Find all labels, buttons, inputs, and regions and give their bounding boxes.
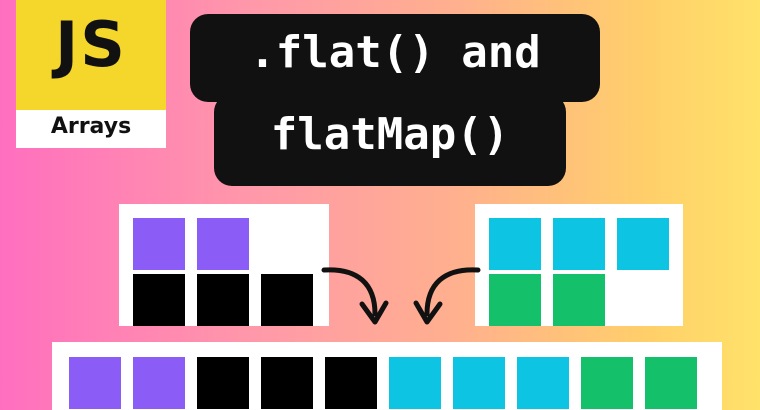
result-array-cell-purple [133, 357, 185, 409]
js-arrays-logo: JS Arrays [16, 0, 166, 148]
title-line-1-box: .flat() and [190, 14, 600, 102]
logo-js-text: JS [55, 8, 127, 81]
page-title: .flat() and flatMap() [190, 14, 610, 189]
title-line-2: flatMap() [270, 109, 510, 160]
left-array-cell-black [261, 274, 313, 326]
right-nested-array-panel [475, 204, 683, 326]
title-line-2-box: flatMap() [214, 94, 566, 186]
left-array-cell-purple [133, 218, 185, 270]
left-array-cell-purple [197, 218, 249, 270]
result-array-cell-green [645, 357, 697, 409]
logo-label-block: Arrays [16, 110, 166, 148]
result-array-cell-black [325, 357, 377, 409]
right-array-cell-green [489, 274, 541, 326]
result-array-cell-cyan [517, 357, 569, 409]
logo-yellow-block: JS [16, 0, 166, 110]
right-arrow-icon [413, 267, 481, 325]
flattened-result-array-panel [52, 342, 722, 410]
left-nested-array-panel [119, 204, 329, 326]
right-array-cell-cyan [553, 218, 605, 270]
right-array-cell-cyan [489, 218, 541, 270]
result-array-cell-green [581, 357, 633, 409]
result-array-cell-purple [69, 357, 121, 409]
right-array-cell-cyan [617, 218, 669, 270]
left-arrow-icon [321, 267, 389, 325]
result-array-cell-black [197, 357, 249, 409]
left-array-cell-black [133, 274, 185, 326]
title-line-1: .flat() and [249, 27, 541, 78]
result-array-cell-cyan [389, 357, 441, 409]
result-array-cell-cyan [453, 357, 505, 409]
right-array-cell-green [553, 274, 605, 326]
logo-arrays-text: Arrays [50, 114, 132, 139]
left-array-cell-black [197, 274, 249, 326]
result-array-cell-black [261, 357, 313, 409]
